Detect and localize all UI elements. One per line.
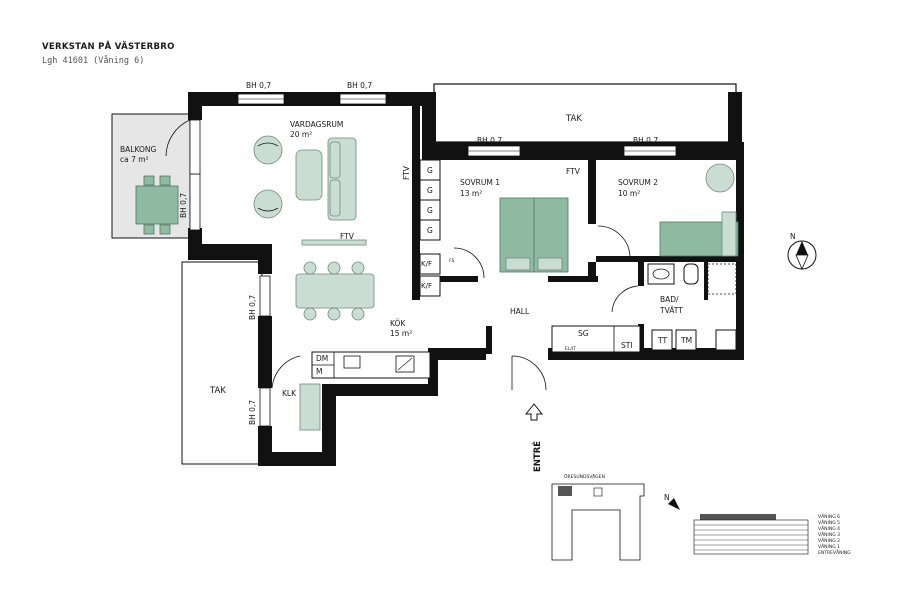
living-room-name: VARDAGSRUM bbox=[290, 120, 343, 129]
window-label-5: BH 0,7 bbox=[179, 193, 188, 218]
floor-label: VÅNING 2 bbox=[818, 537, 840, 544]
floor-label: VÅNING 1 bbox=[818, 543, 840, 550]
wardrobe-label: G bbox=[427, 166, 433, 175]
klk-door-swing bbox=[271, 355, 301, 389]
keyplan-compass-label: N bbox=[664, 493, 670, 502]
window-label-7: BH 0,7 bbox=[248, 400, 257, 425]
klk-name: KLK bbox=[282, 389, 297, 398]
dining-table bbox=[295, 273, 375, 309]
entrance-label: ENTRÉ bbox=[531, 441, 543, 472]
bedside bbox=[721, 211, 737, 257]
terrace-left bbox=[181, 261, 263, 465]
bedroom1-area: 13 m² bbox=[460, 189, 482, 198]
hall-wardrobe bbox=[551, 325, 641, 353]
bedroom2-door-swing bbox=[597, 225, 631, 259]
bedroom1-name: SOVRUM 1 bbox=[460, 178, 500, 187]
armchair bbox=[253, 135, 283, 165]
tv-bench bbox=[301, 239, 367, 246]
ftv-label-bed: FTV bbox=[566, 167, 581, 176]
armchair bbox=[705, 163, 735, 193]
balcony-chair bbox=[143, 224, 155, 235]
living-room-area: 20 m² bbox=[290, 130, 312, 139]
terrace-top bbox=[433, 83, 737, 143]
windows bbox=[189, 93, 677, 427]
balcony-table bbox=[135, 185, 179, 225]
floor-label: ENTREVÅNING bbox=[818, 549, 851, 556]
balcony-name: BALKONG bbox=[120, 145, 156, 154]
wardrobe-label: G bbox=[427, 226, 433, 235]
window-label-1: BH 0,7 bbox=[246, 81, 271, 90]
el-it-label: EL/IT bbox=[565, 346, 576, 352]
balcony-area: ca 7 m² bbox=[120, 155, 149, 164]
balcony-chair bbox=[159, 224, 171, 235]
hall-name: HALL bbox=[510, 307, 530, 316]
bathroom-door-swing bbox=[611, 285, 639, 313]
bedroom2-name: SOVRUM 2 bbox=[618, 178, 658, 187]
fridge-label: K/F bbox=[421, 282, 432, 290]
fs-label: FS bbox=[449, 258, 455, 264]
bathroom bbox=[647, 263, 737, 351]
bedroom2-area: 10 m² bbox=[618, 189, 640, 198]
entrance-arrow-icon bbox=[524, 403, 544, 421]
entrance-door-swing bbox=[511, 355, 547, 391]
armchair bbox=[253, 189, 283, 219]
balcony-chair bbox=[143, 175, 155, 186]
kitchen-counter bbox=[311, 351, 431, 379]
window-label-3: BH 0,7 bbox=[477, 136, 502, 145]
coffee-table bbox=[295, 149, 323, 201]
compass-icon: N bbox=[787, 232, 817, 271]
floor-label: VÅNING 4 bbox=[818, 525, 840, 532]
kitchen-name: KÖK bbox=[390, 319, 406, 328]
window-label-6: BH 0,7 bbox=[248, 295, 257, 320]
balcony-door-swing bbox=[165, 119, 191, 157]
sti-label: STI bbox=[621, 341, 633, 350]
floor-label: VÅNING 5 bbox=[818, 519, 840, 526]
ftv-label-living: FTV bbox=[402, 165, 411, 180]
wardrobe-label: G bbox=[427, 206, 433, 215]
sofa bbox=[327, 137, 357, 221]
terrace-left-label: TAK bbox=[209, 386, 226, 396]
compass-label: N bbox=[790, 232, 796, 241]
dining-chairs bbox=[303, 261, 365, 321]
kitchen-area: 15 m² bbox=[390, 329, 412, 338]
fridge-freezer bbox=[419, 275, 441, 297]
project-title: VERKSTAN PÅ VÄSTERBRO bbox=[42, 42, 175, 52]
fridge-freezer bbox=[419, 253, 441, 275]
sg-label: SG bbox=[578, 329, 589, 338]
apartment-subtitle: Lgh 41601 (Våning 6) bbox=[42, 56, 145, 66]
key-plan: ÖRESUNDSVÄGEN N bbox=[551, 473, 680, 561]
klk-desk bbox=[299, 383, 321, 431]
microwave-label: M bbox=[316, 367, 322, 376]
bathroom-name-2: TVÄTT bbox=[659, 306, 683, 315]
dryer-label: TT bbox=[657, 336, 667, 345]
washer-label: TM bbox=[680, 336, 692, 345]
tv-label: FTV bbox=[340, 232, 355, 241]
terrace-top-label: TAK bbox=[565, 114, 582, 124]
bedroom1-door-swing bbox=[453, 247, 485, 279]
floor-label: VÅNING 3 bbox=[818, 531, 840, 538]
floor-label: VÅNING 6 bbox=[818, 513, 840, 520]
double-bed bbox=[499, 197, 569, 273]
street-label: ÖRESUNDSVÄGEN bbox=[564, 473, 605, 480]
window-label-2: BH 0,7 bbox=[347, 81, 372, 90]
wardrobe-column bbox=[419, 159, 441, 241]
fridge-label: K/F bbox=[421, 260, 432, 268]
floor-stack: VÅNING 6 VÅNING 5 VÅNING 4 VÅNING 3 VÅNI… bbox=[693, 513, 851, 556]
bathroom-name-1: BAD/ bbox=[660, 295, 679, 304]
balcony-chair bbox=[159, 175, 171, 186]
wardrobe-label: G bbox=[427, 186, 433, 195]
window-label-4: BH 0,7 bbox=[633, 136, 658, 145]
dishwasher-label: DM bbox=[316, 354, 328, 363]
